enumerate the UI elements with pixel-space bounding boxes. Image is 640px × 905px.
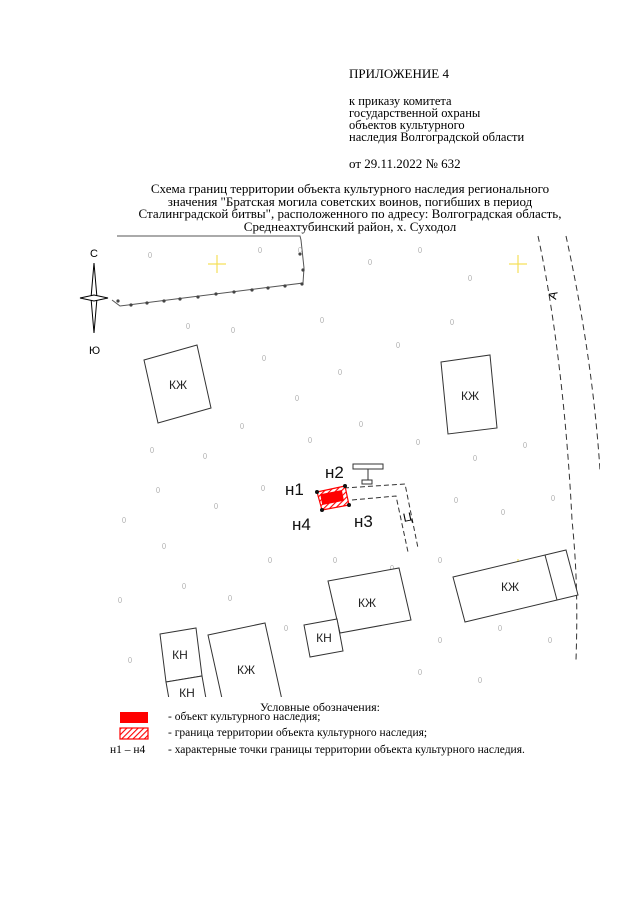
- building-kzh-5: [207, 622, 282, 697]
- legend-points-code: н1 – н4: [110, 744, 146, 756]
- order-reference: к приказу комитета государственной охран…: [349, 94, 609, 144]
- legend-item-object: - объект культурного наследия;: [168, 711, 321, 723]
- compass-rose-icon: [79, 262, 109, 334]
- order-line: к приказу комитета: [349, 94, 452, 108]
- building-label: КЖ: [358, 596, 376, 610]
- map-title-line: Схема границ территории объекта культурн…: [150, 181, 550, 196]
- point-label-n1: н1: [285, 480, 304, 499]
- utility-line: [343, 483, 419, 553]
- map-title-line: Среднеахтубинский район, х. Суходол: [243, 218, 457, 234]
- memorial-structure: [352, 463, 384, 485]
- building-kzh-2: [440, 354, 498, 435]
- order-line: наследия Волгоградской области: [349, 130, 525, 144]
- building-label: КЖ: [169, 378, 187, 392]
- building-label: КЖ: [461, 389, 479, 403]
- legend-hatched-red-icon: [119, 727, 149, 740]
- map-title-line: Сталинградской битвы", расположенного по…: [138, 206, 562, 221]
- vegetation-marks: [118, 246, 556, 684]
- road-edge: [537, 235, 600, 661]
- building-kzh-1: [143, 344, 212, 424]
- building-label: КН: [172, 648, 188, 662]
- compass-south-label: Ю: [89, 345, 101, 357]
- order-line: объектов культурного: [349, 118, 465, 132]
- buildings: [143, 344, 579, 697]
- fence-posts: [116, 252, 305, 307]
- order-line: государственной охраны: [349, 106, 481, 120]
- legend-solid-red-icon: [120, 712, 148, 723]
- heritage-territory: [315, 484, 351, 512]
- legend-item-boundary: - граница территории объекта культурного…: [168, 727, 428, 739]
- heritage-object: [320, 489, 344, 505]
- building-label: КЖ: [501, 580, 519, 594]
- building-kn-1: [303, 618, 344, 658]
- building-kzh-4: [452, 549, 579, 623]
- order-date: от 29.11.2022 № 632: [349, 156, 461, 171]
- fence-line: [111, 235, 305, 307]
- point-label-n3: н3: [354, 512, 373, 531]
- building-kzh-3: [327, 567, 412, 634]
- point-label-n2: н2: [325, 463, 344, 482]
- building-kn-3: [165, 675, 207, 697]
- road-label: А: [545, 290, 560, 301]
- building-label: КН: [179, 686, 195, 700]
- legend-title: Условные обозначения:: [259, 700, 381, 714]
- appendix-heading: ПРИЛОЖЕНИЕ 4: [349, 66, 449, 81]
- building-label: КН: [316, 631, 332, 645]
- building-label: КЖ: [237, 663, 255, 677]
- map-title: Схема границ территории объекта культурн…: [60, 181, 640, 234]
- map-title-line: значения "Братская могила советских воин…: [167, 193, 533, 209]
- compass-north-label: С: [90, 248, 98, 260]
- legend-item-points: - характерные точки границы территории о…: [168, 744, 525, 756]
- utility-label: Ц: [402, 509, 414, 525]
- point-label-n4: н4: [292, 515, 311, 534]
